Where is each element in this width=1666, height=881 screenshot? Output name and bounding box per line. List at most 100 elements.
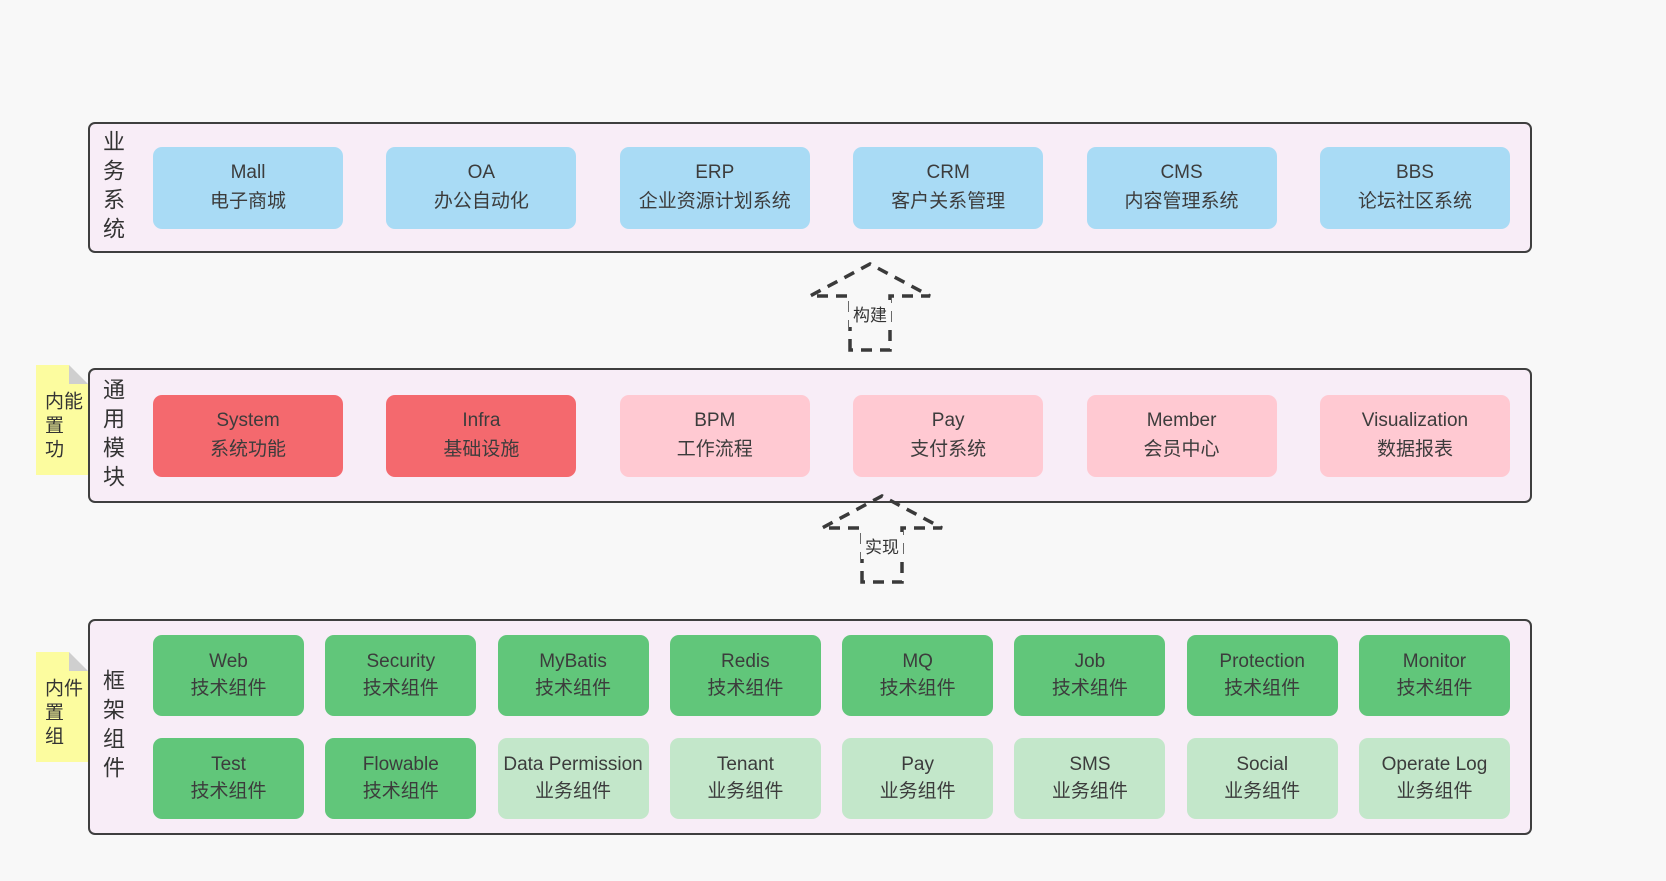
diagram-box-mq: MQ 技术组件	[842, 635, 994, 716]
box-title: CMS	[1160, 162, 1203, 183]
common-modules-layer: 通用模块 System 系统功能 Infra 基础设施 BPM 工作流程 Pay…	[88, 368, 1532, 503]
box-subtitle: 系统功能	[209, 438, 286, 460]
framework-rows: Web 技术组件 Security 技术组件 MyBatis 技术组件 Redi…	[123, 635, 1530, 819]
sticky-note-text: 内置组件	[42, 678, 82, 750]
box-subtitle: 数据报表	[1376, 438, 1453, 460]
diagram-box-security: Security 技术组件	[325, 635, 477, 716]
diagram-box-bpm: BPM 工作流程	[619, 394, 810, 477]
box-title: MQ	[902, 650, 933, 672]
box-subtitle: 内容管理系统	[1124, 190, 1239, 212]
box-title: SMS	[1069, 753, 1111, 775]
box-title: Pay	[931, 410, 965, 431]
box-subtitle: 企业资源计划系统	[638, 190, 791, 212]
box-title: Job	[1074, 650, 1106, 672]
box-title: Member	[1146, 410, 1217, 431]
diagram-box-infra: Infra 基础设施	[386, 394, 577, 477]
box-title: Flowable	[362, 753, 439, 775]
box-subtitle: 技术组件	[190, 677, 267, 699]
diagram-box-job: Job 技术组件	[1014, 635, 1166, 716]
build-arrow: 构建	[800, 260, 940, 352]
diagram-box-member: Member 会员中心	[1086, 394, 1277, 477]
box-subtitle: 电子商城	[209, 190, 286, 212]
box-title: Mall	[230, 162, 266, 183]
modules-boxes-row: System 系统功能 Infra 基础设施 BPM 工作流程 Pay 支付系统…	[123, 394, 1530, 477]
box-title: Monitor	[1402, 650, 1467, 672]
modules-layer-label: 通用模块	[100, 377, 125, 494]
dashed-up-arrow-icon	[821, 494, 943, 584]
box-title: OA	[467, 162, 496, 183]
sticky-note-builtin-features: 内置功能	[36, 365, 88, 475]
diagram-box-social: Social 业务组件	[1186, 738, 1338, 819]
diagram-box-mall: Mall 电子商城	[153, 146, 343, 229]
box-title: CRM	[926, 162, 970, 183]
box-subtitle: 基础设施	[443, 438, 520, 460]
diagram-box-sms: SMS 业务组件	[1014, 738, 1166, 819]
box-subtitle: 会员中心	[1143, 438, 1220, 460]
box-subtitle: 业务组件	[707, 780, 784, 802]
diagram-box-oa: OA 办公自动化	[386, 146, 577, 229]
diagram-box-test: Test 技术组件	[153, 738, 304, 819]
box-title: BPM	[694, 410, 736, 431]
diagram-box-protection: Protection 技术组件	[1186, 635, 1338, 716]
box-subtitle: 技术组件	[362, 780, 439, 802]
box-title: Redis	[721, 650, 770, 672]
box-subtitle: 业务组件	[1396, 780, 1473, 802]
business-layer-label: 业务系统	[100, 129, 125, 246]
diagram-box-pay-system: Pay 支付系统	[853, 394, 1044, 477]
diagram-box-visualization: Visualization 数据报表	[1319, 394, 1510, 477]
box-subtitle: 业务组件	[535, 780, 612, 802]
box-title: BBS	[1395, 162, 1434, 183]
box-subtitle: 办公自动化	[433, 190, 529, 212]
box-title: MyBatis	[539, 650, 607, 672]
implement-arrow-label: 实现	[861, 532, 903, 559]
diagram-box-data-permission: Data Permission 业务组件	[497, 738, 649, 819]
box-title: Tenant	[716, 753, 774, 775]
box-title: Data Permission	[503, 753, 643, 775]
box-title: Infra	[462, 410, 501, 431]
dashed-up-arrow-icon	[809, 262, 931, 352]
diagram-box-flowable: Flowable 技术组件	[325, 738, 477, 819]
box-subtitle: 技术组件	[535, 677, 612, 699]
business-boxes-row: Mall 电子商城 OA 办公自动化 ERP 企业资源计划系统 CRM 客户关系…	[123, 146, 1530, 229]
diagram-box-tenant: Tenant 业务组件	[669, 738, 821, 819]
build-arrow-label: 构建	[849, 300, 891, 327]
box-subtitle: 技术组件	[1396, 677, 1473, 699]
box-title: Visualization	[1361, 410, 1469, 431]
diagram-box-web: Web 技术组件	[153, 635, 304, 716]
box-subtitle: 客户关系管理	[891, 190, 1006, 212]
diagram-box-crm: CRM 客户关系管理	[853, 146, 1044, 229]
box-subtitle: 技术组件	[362, 677, 439, 699]
framework-row-1: Web 技术组件 Security 技术组件 MyBatis 技术组件 Redi…	[153, 635, 1510, 716]
diagram-box-pay-component: Pay 业务组件	[842, 738, 994, 819]
box-title: Security	[366, 650, 436, 672]
box-title: Web	[209, 650, 248, 672]
diagram-box-erp: ERP 企业资源计划系统	[619, 146, 810, 229]
diagram-box-bbs: BBS 论坛社区系统	[1319, 146, 1510, 229]
box-title: Protection	[1219, 650, 1305, 672]
box-title: Social	[1236, 753, 1289, 775]
box-title: Operate Log	[1381, 753, 1488, 775]
diagram-box-redis: Redis 技术组件	[669, 635, 821, 716]
box-title: ERP	[695, 162, 735, 183]
box-subtitle: 技术组件	[1224, 677, 1301, 699]
box-subtitle: 论坛社区系统	[1357, 190, 1472, 212]
framework-layer-label: 框架组件	[100, 669, 125, 785]
box-subtitle: 业务组件	[1224, 780, 1301, 802]
sticky-note-text: 内置功能	[42, 391, 82, 463]
box-subtitle: 支付系统	[910, 438, 987, 460]
box-title: System	[216, 410, 280, 431]
box-title: Pay	[901, 753, 934, 775]
diagram-box-system: System 系统功能	[153, 394, 343, 477]
diagram-box-cms: CMS 内容管理系统	[1086, 146, 1277, 229]
box-subtitle: 技术组件	[879, 677, 956, 699]
box-subtitle: 业务组件	[1051, 780, 1128, 802]
box-subtitle: 技术组件	[190, 780, 267, 802]
diagram-box-mybatis: MyBatis 技术组件	[497, 635, 649, 716]
diagram-box-operate-log: Operate Log 业务组件	[1358, 738, 1510, 819]
box-subtitle: 工作流程	[676, 438, 753, 460]
implement-arrow: 实现	[812, 492, 952, 584]
box-subtitle: 技术组件	[1051, 677, 1128, 699]
business-systems-layer: 业务系统 Mall 电子商城 OA 办公自动化 ERP 企业资源计划系统 CRM…	[88, 122, 1532, 253]
framework-row-2: Test 技术组件 Flowable 技术组件 Data Permission …	[153, 738, 1510, 819]
diagram-box-monitor: Monitor 技术组件	[1358, 635, 1510, 716]
